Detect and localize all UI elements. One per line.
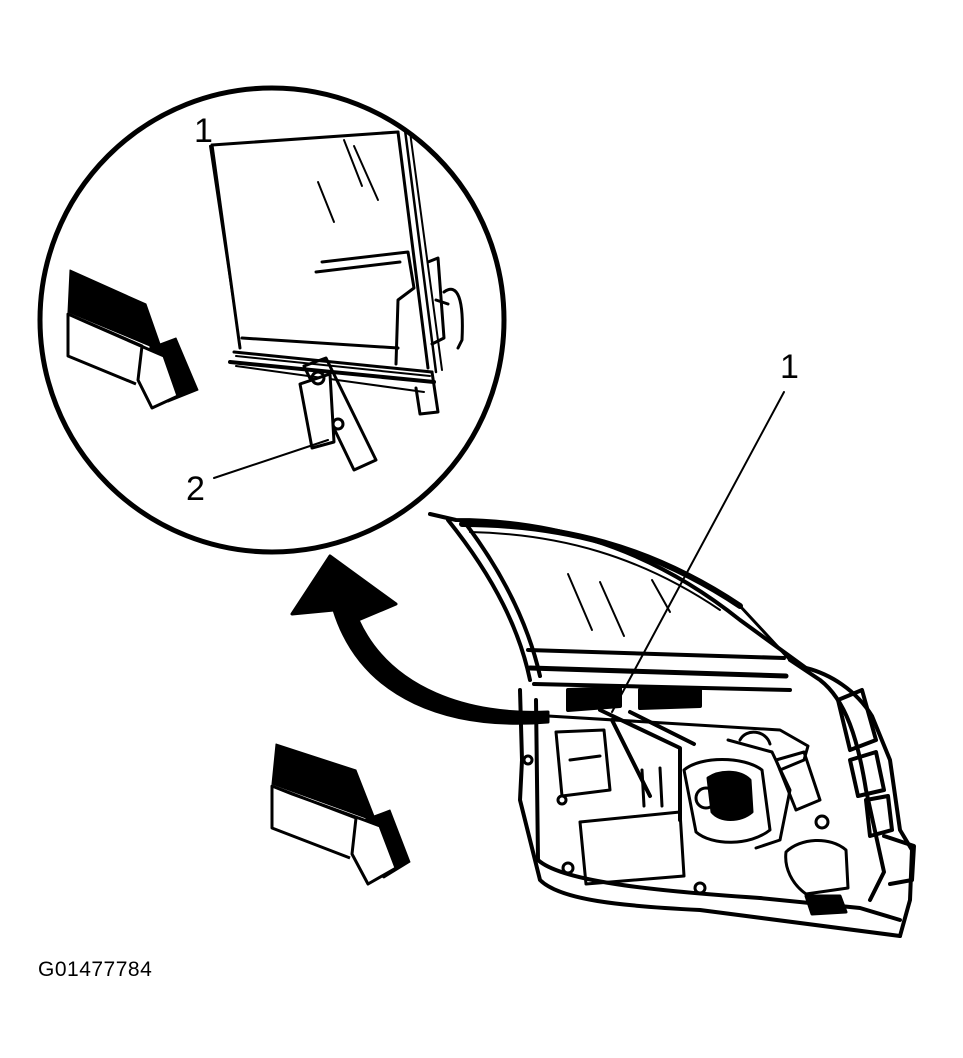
door-window-frame (428, 512, 808, 682)
detail-sash-channel (228, 250, 464, 416)
detail-circle (37, 85, 507, 555)
direction-arrow-icon (270, 743, 411, 886)
detail-view (37, 85, 507, 555)
detail-leader-2 (213, 439, 329, 479)
direction-arrow-icon (66, 269, 199, 410)
door-inner-panel (522, 708, 850, 916)
detail-leader-1 (209, 145, 241, 347)
figure-id: G01477784 (38, 958, 153, 981)
door-view (428, 391, 916, 938)
magnify-arrow-icon (290, 554, 550, 725)
detail-callout-1: 1 (194, 112, 213, 150)
detail-callout-2: 2 (186, 470, 205, 508)
door-belt-line (526, 648, 792, 712)
door-callout-1: 1 (780, 348, 799, 386)
detail-regulator-arm (298, 356, 378, 472)
door-leader-1 (611, 391, 785, 713)
